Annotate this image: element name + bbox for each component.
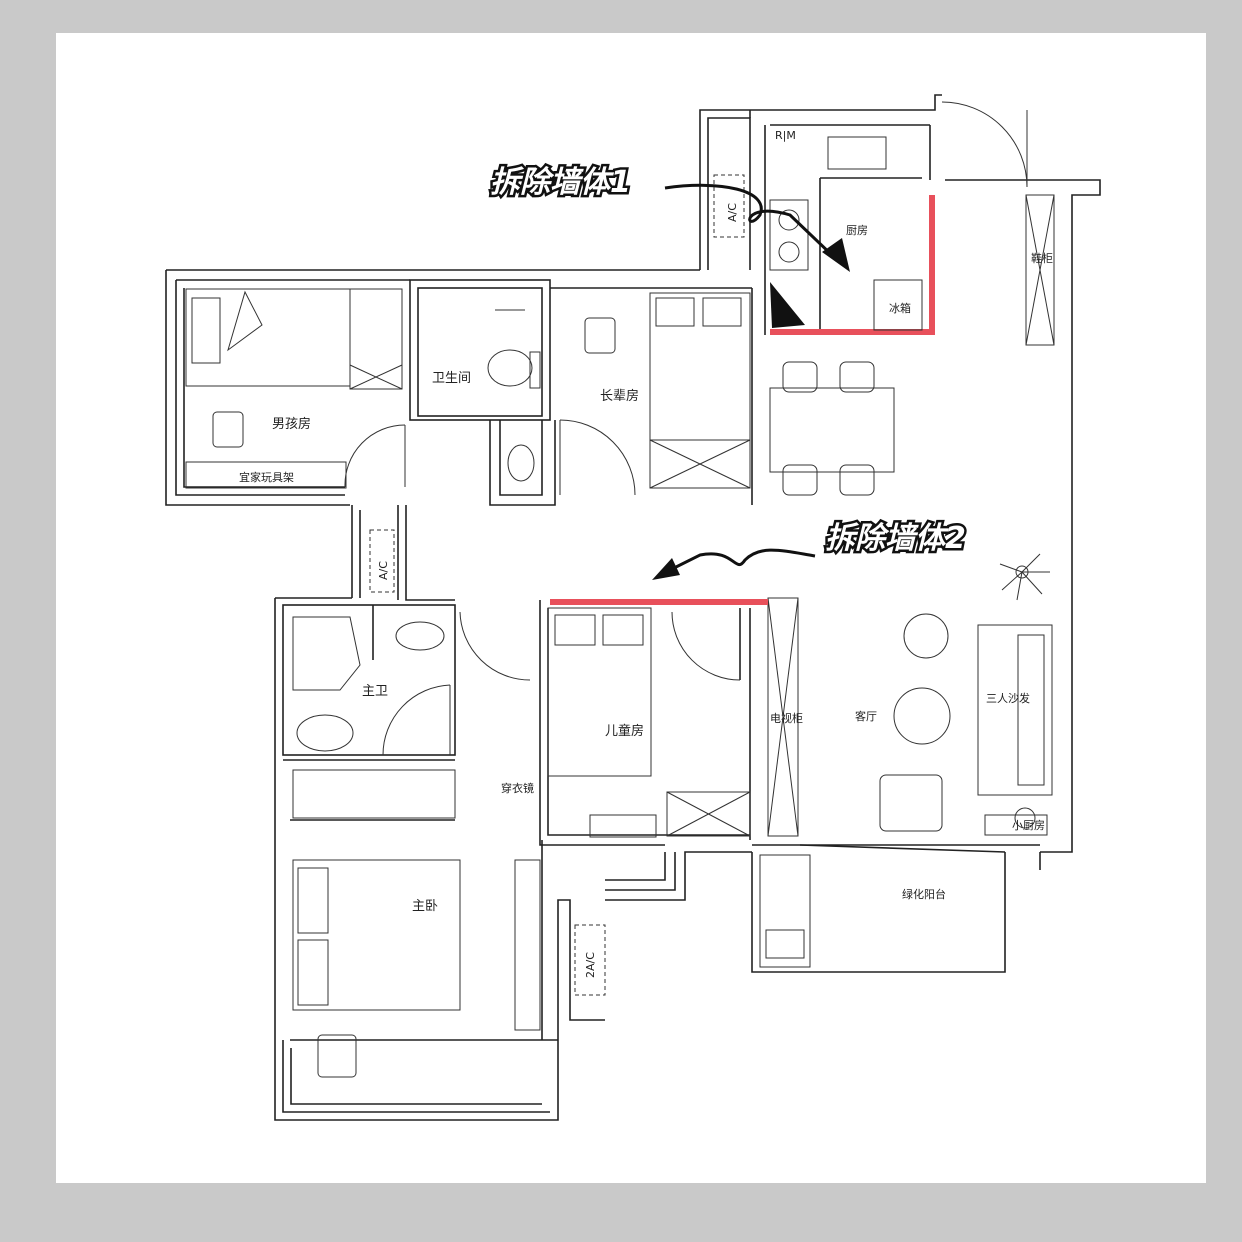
bath-sink — [507, 444, 535, 482]
boys-bed — [185, 288, 351, 387]
ac-top-label: A/C — [726, 203, 739, 222]
kitchen-sink — [827, 136, 887, 170]
bathroom-label: 卫生间 — [432, 371, 471, 386]
plant-icon — [999, 553, 1050, 601]
master-bedroom-label: 主卧 — [412, 899, 438, 914]
master-bed — [292, 859, 461, 1011]
sofa — [977, 624, 1053, 796]
kids-room-label: 儿童房 — [605, 723, 644, 739]
small-kitchen-label: 小厨房 — [1012, 819, 1045, 832]
balcony-label: 绿化阳台 — [902, 887, 946, 901]
toy-shelf-label: 宜家玩具架 — [239, 470, 294, 484]
arrows — [652, 183, 850, 580]
boys-room-label: 男孩房 — [272, 416, 311, 432]
fridge-label: 冰箱 — [889, 301, 911, 315]
remove-wall-1-label: 拆除墙体1 — [490, 165, 631, 200]
outer-walls — [165, 94, 1101, 1121]
ac-bottom-label: 2A/C — [584, 952, 597, 978]
fridge-code-label: R|M — [775, 129, 796, 142]
toilet — [487, 349, 533, 387]
kids-bed — [547, 607, 652, 777]
mirror-label: 穿衣镜 — [501, 781, 534, 795]
furniture — [185, 136, 1055, 1078]
shoe-cabinet-label: 鞋柜 — [1031, 251, 1053, 265]
dining-table — [769, 387, 895, 473]
doors — [344, 101, 1028, 756]
removed-walls — [550, 195, 935, 605]
elder-bed — [649, 292, 751, 489]
remove-wall-2-label: 拆除墙体2 — [825, 521, 966, 556]
living-room-label: 客厅 — [855, 709, 877, 723]
toy-shelf — [185, 461, 347, 489]
removed-wall-1 — [770, 195, 935, 335]
shoe-cabinet — [1025, 194, 1055, 346]
kitchen-label: 厨房 — [846, 224, 868, 237]
fridge — [873, 279, 923, 331]
elder-room-label: 长辈房 — [600, 388, 639, 404]
tv-cabinet-label: 电视柜 — [770, 711, 803, 725]
sofa-label: 三人沙发 — [986, 691, 1030, 705]
ac-mid-label: A/C — [377, 561, 390, 580]
master-bath-label: 主卫 — [362, 684, 388, 699]
labels: 拆除墙体1 拆除墙体2 厨房 冰箱 鞋柜 R|M 男孩房 宜家玩具架 卫生间 长… — [239, 129, 1053, 978]
